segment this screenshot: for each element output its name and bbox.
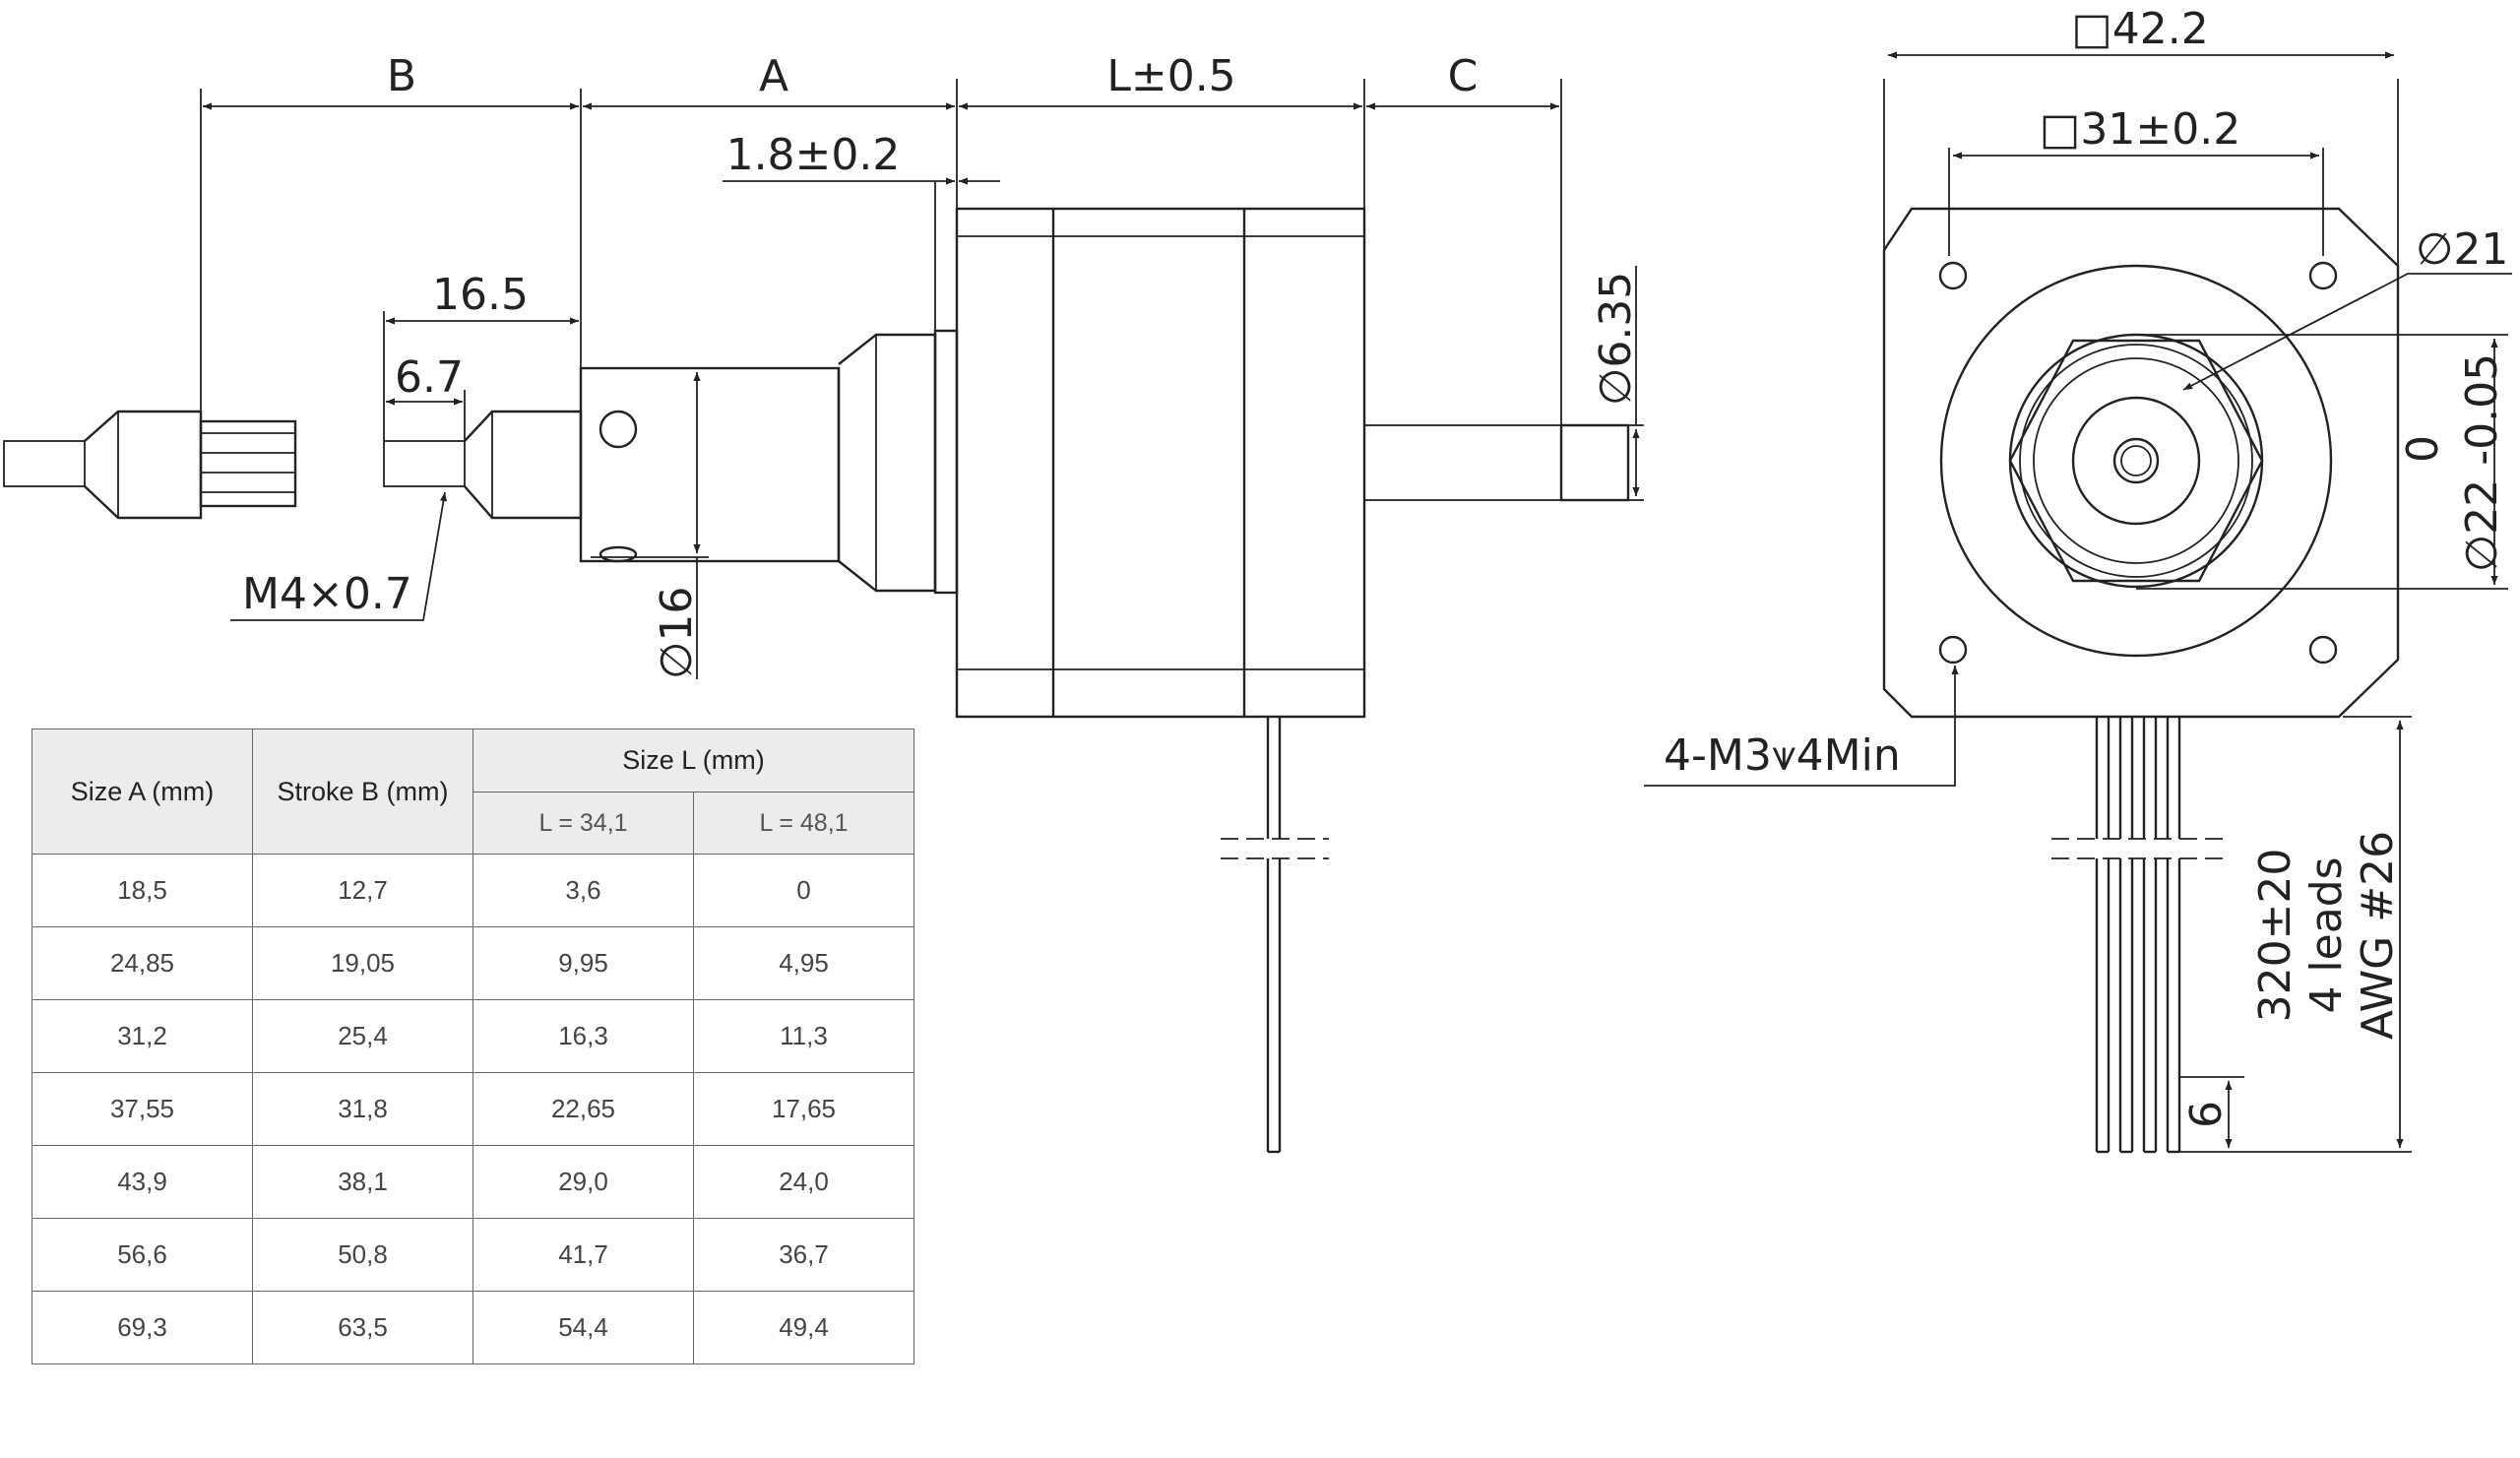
cell-stroke-b: 50,8 xyxy=(252,1218,473,1292)
size-table: Size A (mm) Stroke B (mm) Size L (mm) L … xyxy=(32,729,914,1364)
sq422-label: □42.2 xyxy=(2071,4,2209,54)
header-l1: L = 34,1 xyxy=(472,792,694,855)
table-row: 37,55 31,8 22,65 17,65 xyxy=(32,1072,914,1146)
mount-holes-label: 4-M3⩛4Min xyxy=(1664,730,1901,781)
dim-l-label: L±0.5 xyxy=(1106,51,1235,101)
motor-body xyxy=(955,207,1366,719)
thread-leader xyxy=(230,491,448,621)
dim-b-label: B xyxy=(387,51,416,101)
front-view xyxy=(1644,51,2512,1154)
cell-size-a: 37,55 xyxy=(32,1072,253,1146)
lead-screw-right xyxy=(1363,423,1630,502)
mount-hole-tr xyxy=(2308,261,2338,290)
cell-stroke-b: 19,05 xyxy=(252,926,473,1000)
thread-label: M4×0.7 xyxy=(242,569,412,619)
cell-l1: 22,65 xyxy=(472,1072,694,1146)
flange-outline xyxy=(1882,207,2400,719)
dia21-label: ∅21 xyxy=(2416,224,2508,275)
clearance-dimension xyxy=(723,177,1000,331)
cell-l2: 36,7 xyxy=(693,1218,914,1292)
dia16-label: ∅16 xyxy=(652,587,702,679)
table-row: 31,2 25,4 16,3 11,3 xyxy=(32,999,914,1073)
cell-stroke-b: 63,5 xyxy=(252,1291,473,1364)
top-dimensions xyxy=(200,79,1562,425)
tol-upper-label: 0 xyxy=(2398,435,2448,463)
dia22-label: ∅22 -0.05 xyxy=(2457,353,2507,572)
side-view: B A L±0.5 C 1.8±0.2 16.5 6.7 M4×0.7 xyxy=(3,51,1644,1154)
dia635-label: ∅6.35 xyxy=(1591,272,1641,406)
cell-size-a: 69,3 xyxy=(32,1291,253,1364)
mount-hole-tl xyxy=(1938,261,1968,290)
front-view-leads xyxy=(2051,716,2412,1154)
cell-size-a: 18,5 xyxy=(32,854,253,927)
dim-6-7-label: 6.7 xyxy=(395,352,464,403)
cell-l2: 0 xyxy=(693,854,914,927)
cell-size-a: 24,85 xyxy=(32,926,253,1000)
dim-c-label: C xyxy=(1448,51,1479,101)
cell-l1: 54,4 xyxy=(472,1291,694,1364)
table-row: 69,3 63,5 54,4 49,4 xyxy=(32,1291,914,1364)
side-view-lead-wire xyxy=(1221,717,1329,1154)
cell-size-a: 43,9 xyxy=(32,1145,253,1219)
table-row: 56,6 50,8 41,7 36,7 xyxy=(32,1218,914,1292)
cell-l2: 4,95 xyxy=(693,926,914,1000)
header-l2: L = 48,1 xyxy=(693,792,914,855)
cell-stroke-b: 31,8 xyxy=(252,1072,473,1146)
cell-size-a: 56,6 xyxy=(32,1218,253,1292)
dim-clearance-label: 1.8±0.2 xyxy=(726,130,901,180)
table-row: 24,85 19,05 9,95 4,95 xyxy=(32,926,914,1000)
cell-l1: 41,7 xyxy=(472,1218,694,1292)
cell-l2: 24,0 xyxy=(693,1145,914,1219)
screw-end-left xyxy=(3,410,297,520)
table-row: 18,5 12,7 3,6 0 xyxy=(32,854,914,927)
header-size-a: Size A (mm) xyxy=(32,729,253,855)
cell-l2: 17,65 xyxy=(693,1072,914,1146)
strip-length-label: 6 xyxy=(2181,1101,2232,1128)
cell-l1: 9,95 xyxy=(472,926,694,1000)
cell-l1: 3,6 xyxy=(472,854,694,927)
cell-stroke-b: 12,7 xyxy=(252,854,473,927)
header-size-l: Size L (mm) xyxy=(472,729,914,792)
cell-stroke-b: 25,4 xyxy=(252,999,473,1073)
screw-end-attached xyxy=(383,410,583,520)
table-row: 43,9 38,1 29,0 24,0 xyxy=(32,1145,914,1219)
cell-l2: 49,4 xyxy=(693,1291,914,1364)
nut-hex xyxy=(2008,339,2264,583)
end-dimensions xyxy=(383,311,579,441)
dia635-dimension xyxy=(1628,266,1644,501)
sq31-label: □31±0.2 xyxy=(2040,104,2240,155)
pilot-outer xyxy=(1939,264,2333,658)
dia16-dimension xyxy=(591,367,709,679)
header-stroke-b: Stroke B (mm) xyxy=(252,729,473,855)
dim-16-5-label: 16.5 xyxy=(432,270,529,320)
cell-l2: 11,3 xyxy=(693,999,914,1073)
cell-size-a: 31,2 xyxy=(32,999,253,1073)
lead-length-label: 320±20 xyxy=(2250,849,2300,1023)
leads-count-label: 4 leads xyxy=(2301,856,2352,1013)
shaft-center xyxy=(2112,437,2160,484)
dim-a-label: A xyxy=(759,51,788,101)
mount-hole-br xyxy=(2308,635,2338,665)
cell-l1: 29,0 xyxy=(472,1145,694,1219)
cell-stroke-b: 38,1 xyxy=(252,1145,473,1219)
cell-l1: 16,3 xyxy=(472,999,694,1073)
mount-hole-bl xyxy=(1938,635,1968,665)
awg-label: AWG #26 xyxy=(2353,831,2403,1040)
nut-housing xyxy=(579,329,959,595)
